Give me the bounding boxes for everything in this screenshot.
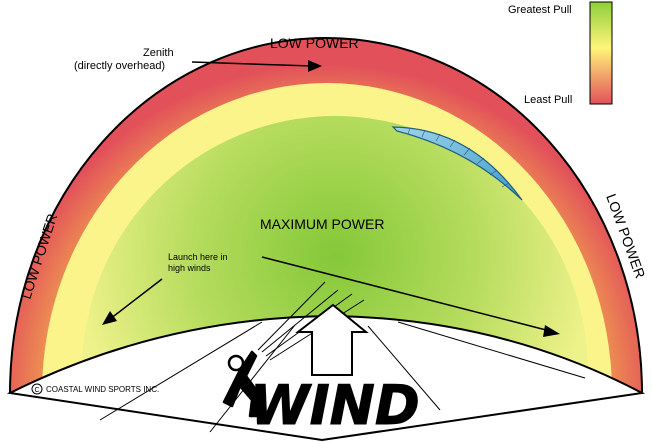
pull-legend-gradient-bar — [589, 1, 613, 105]
wind-arrow-icon — [295, 303, 369, 376]
legend-greatest-pull-label: Greatest Pull — [508, 4, 572, 16]
ground-perspective-lines — [99, 321, 586, 433]
maximum-power-label: MAXIMUM POWER — [260, 216, 384, 232]
zenith-label-line1: Zenith — [143, 47, 174, 59]
pull-legend: Greatest Pull Least Pull — [508, 1, 613, 106]
launch-left-arrow-icon — [102, 278, 163, 325]
kite-icon — [391, 126, 523, 201]
wind-title: WIND — [250, 374, 420, 437]
zenith-arrow-icon — [191, 60, 322, 72]
launch-right-arrow-icon — [261, 256, 560, 337]
kiter-figure-icon — [222, 350, 264, 418]
low-power-top-label: LOW POWER — [270, 35, 359, 51]
copyright-label: COASTAL WIND SPORTS INC. — [46, 385, 159, 394]
zenith-label-line2: (directly overhead) — [74, 60, 165, 72]
svg-text:C: C — [35, 387, 40, 394]
legend-least-pull-label: Least Pull — [524, 94, 572, 106]
launch-label-line2: high winds — [168, 263, 211, 273]
copyright-mark: C — [31, 383, 43, 395]
launch-label-line1: Launch here in — [168, 252, 228, 262]
